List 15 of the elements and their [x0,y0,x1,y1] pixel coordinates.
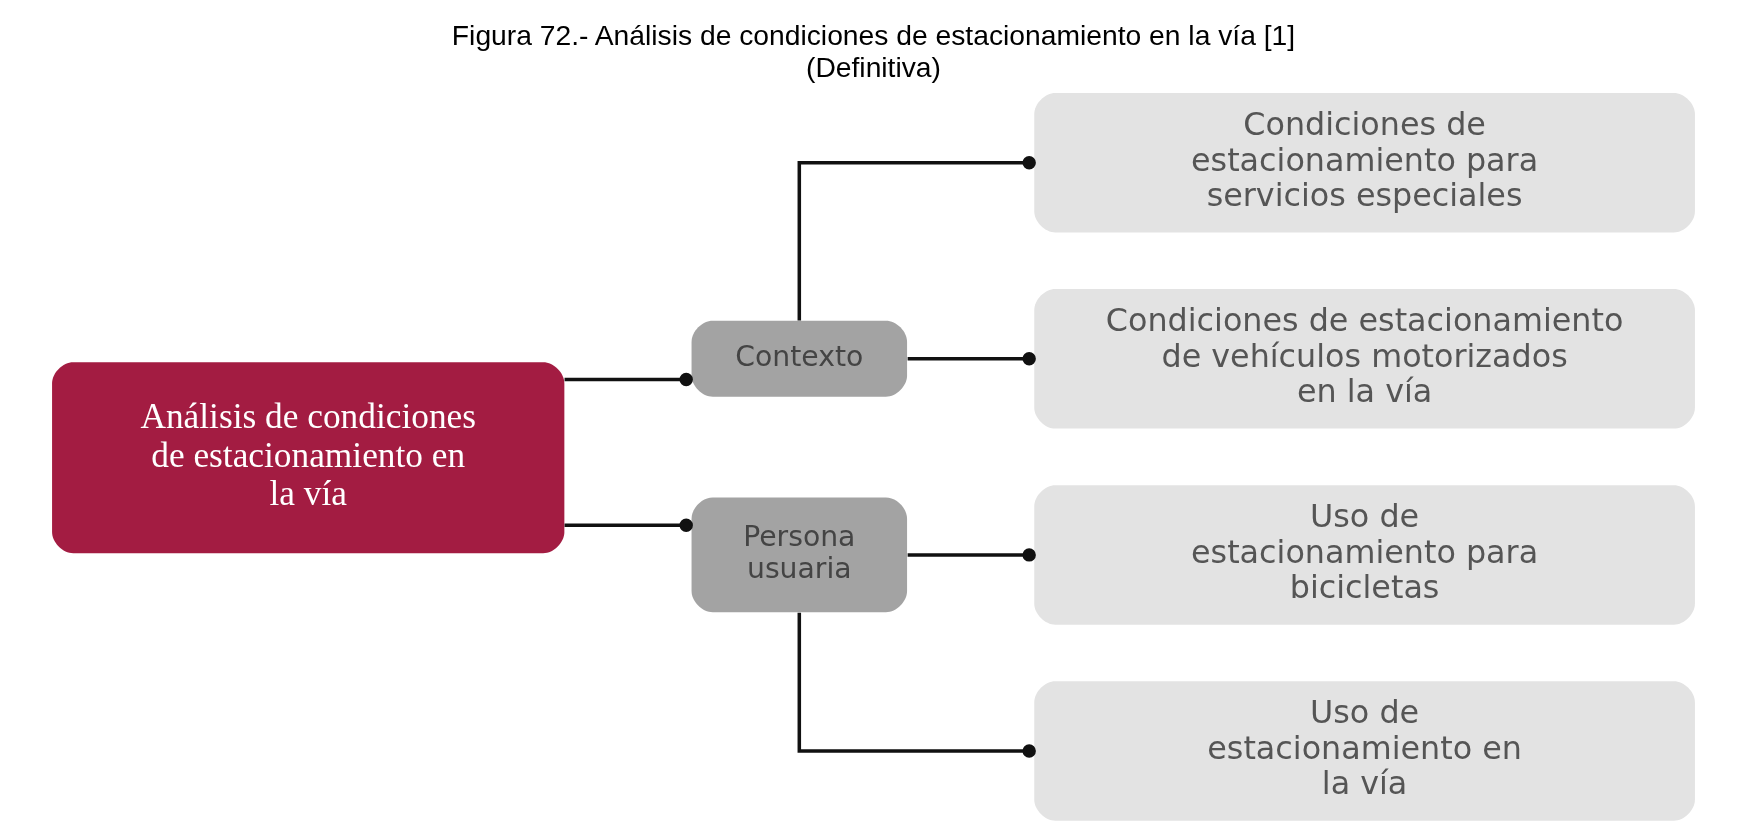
connector [797,612,1036,758]
connector [564,518,693,533]
node-box: Análisis de condiciones de estacionamiento en la vía [52,362,565,554]
node-box: Persona usuaria [691,497,908,613]
diagram-title: Figura 72.- Análisis de condiciones de estacionamiento en la vía [1] [451,18,1296,51]
connector [907,548,1036,562]
node-box: Contexto [691,320,908,397]
connector [564,372,693,387]
node-box: Condiciones de estacionamiento de vehículos motorizados en la vía [1034,289,1695,429]
caption: (Definitiva) [805,50,942,83]
node-box: Uso de estacionamiento en la vía [1034,681,1695,821]
node-box: Uso de estacionamiento para bicicletas [1034,485,1695,625]
node-box: Condiciones de estacionamiento para servicios especiales [1034,92,1695,233]
connector [907,352,1036,366]
connector [797,156,1036,321]
